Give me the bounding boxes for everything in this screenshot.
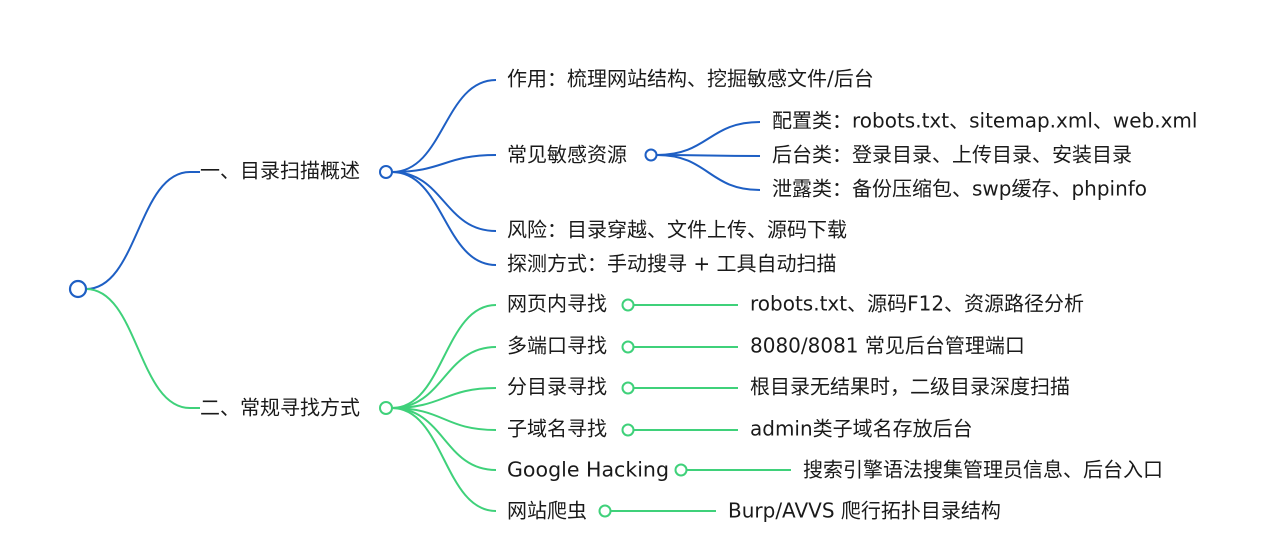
method-crawler[interactable]: 网站爬虫 <box>507 499 587 523</box>
method-subdir[interactable]: 分目录寻找 <box>507 375 607 399</box>
branch1-item-risk[interactable]: 风险：目录穿越、文件上传、源码下载 <box>507 218 847 242</box>
sensitive-link-0 <box>656 121 761 156</box>
branch1-title[interactable]: 一、目录扫描概述 <box>200 159 360 183</box>
branch1-link-0 <box>391 79 497 173</box>
method-crawler-node[interactable] <box>598 504 612 518</box>
sensitive-admin[interactable]: 后台类：登录目录、上传目录、安装目录 <box>772 143 1132 167</box>
branch2-link-4 <box>391 407 497 471</box>
branch1-node[interactable] <box>379 165 393 179</box>
branch1-item-sensitive-resources[interactable]: 常见敏感资源 <box>507 143 627 167</box>
method-webpage-node[interactable] <box>621 298 635 312</box>
method-subdir-node[interactable] <box>621 381 635 395</box>
method-crawler-detail[interactable]: Burp/AVVS 爬行拓扑目录结构 <box>728 499 1001 523</box>
method-google-hacking-node[interactable] <box>674 463 688 477</box>
method-google-hacking[interactable]: Google Hacking <box>507 458 669 482</box>
method-webpage[interactable]: 网页内寻找 <box>507 292 607 316</box>
sensitive-config[interactable]: 配置类：robots.txt、sitemap.xml、web.xml <box>772 109 1197 133</box>
branch2-node[interactable] <box>379 401 393 415</box>
root-node[interactable] <box>68 279 88 299</box>
branch2-link-3 <box>391 407 497 431</box>
branch1-link-1 <box>391 154 497 173</box>
sensitive-resources-node[interactable] <box>644 148 658 162</box>
sensitive-link-1 <box>656 154 761 157</box>
branch2-title[interactable]: 二、常规寻找方式 <box>200 396 360 420</box>
method-multi-port-node[interactable] <box>621 340 635 354</box>
connector-lines <box>85 79 791 512</box>
branch2-link-1 <box>391 346 497 409</box>
root-to-branch2-link <box>85 288 191 409</box>
method-multi-port-detail[interactable]: 8080/8081 常见后台管理端口 <box>750 334 1025 358</box>
branch2-link-0 <box>391 304 497 409</box>
branch1-link-3 <box>391 171 497 266</box>
branch2-link-5 <box>391 407 497 512</box>
branch1-item-purpose[interactable]: 作用：梳理网站结构、挖掘敏感文件/后台 <box>507 67 874 91</box>
branch1-item-detect[interactable]: 探测方式：手动搜寻 + 工具自动扫描 <box>507 252 836 276</box>
method-subdomain-detail[interactable]: admin类子域名存放后台 <box>750 417 973 441</box>
method-webpage-detail[interactable]: robots.txt、源码F12、资源路径分析 <box>750 292 1084 316</box>
method-subdir-detail[interactable]: 根目录无结果时，二级目录深度扫描 <box>750 375 1070 399</box>
sensitive-link-2 <box>656 154 761 191</box>
method-subdomain-node[interactable] <box>621 423 635 437</box>
sensitive-leak[interactable]: 泄露类：备份压缩包、swp缓存、phpinfo <box>772 177 1147 201</box>
branch1-link-2 <box>391 171 497 232</box>
method-google-hacking-detail[interactable]: 搜索引擎语法搜集管理员信息、后台入口 <box>803 458 1163 482</box>
root-to-branch1-link <box>85 171 191 290</box>
method-multi-port[interactable]: 多端口寻找 <box>507 334 607 358</box>
method-subdomain[interactable]: 子域名寻找 <box>507 417 607 441</box>
branch2-link-2 <box>391 387 497 409</box>
